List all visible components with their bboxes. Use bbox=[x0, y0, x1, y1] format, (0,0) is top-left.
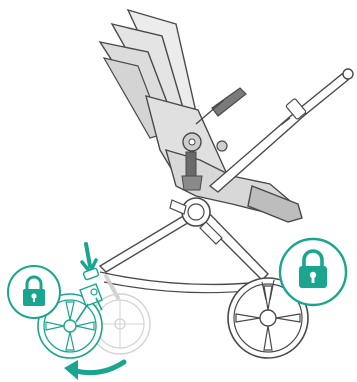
handlebar bbox=[210, 69, 353, 192]
stroller-frame bbox=[100, 198, 268, 293]
seat-canopy bbox=[100, 10, 302, 222]
curved-arrow-icon bbox=[64, 360, 124, 380]
lock-icon bbox=[8, 266, 60, 318]
lock-icon bbox=[280, 239, 346, 305]
arrow-down-icon bbox=[82, 244, 99, 280]
